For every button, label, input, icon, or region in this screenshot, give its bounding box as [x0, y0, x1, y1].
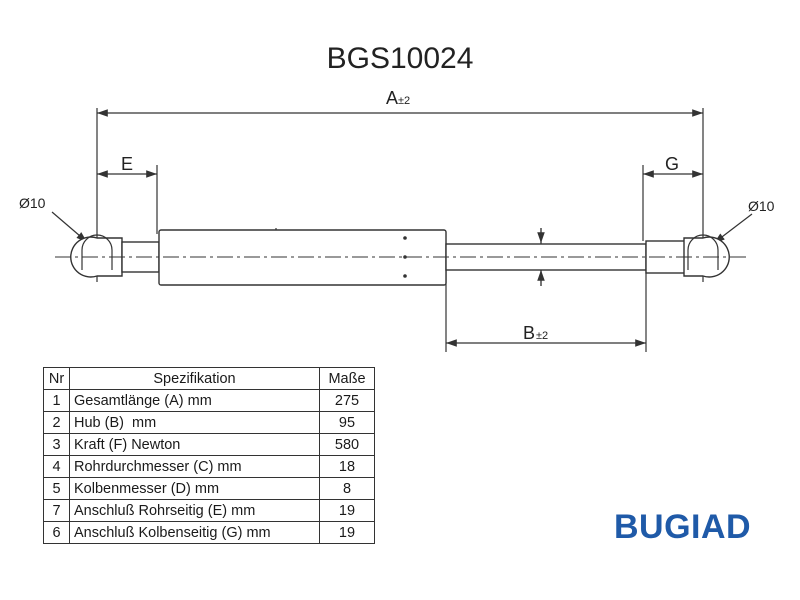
header-spezifikation: Spezifikation [69, 367, 320, 390]
row-nr: 4 [43, 455, 70, 478]
brand-logo: BUGIAD [614, 508, 752, 546]
row-nr: 7 [43, 499, 70, 522]
specification-table: Nr Spezifikation Maße 1 Gesamtlänge (A) … [43, 367, 375, 544]
row-nr: 1 [43, 389, 70, 412]
row-spec: Kraft (F) Newton [69, 433, 320, 456]
row-nr: 6 [43, 521, 70, 544]
row-spec: Anschluß Kolbenseitig (G) mm [69, 521, 320, 544]
part-number-title: BGS10024 [327, 42, 474, 75]
table-row: 1 Gesamtlänge (A) mm 275 [43, 389, 375, 412]
table-row: 2 Hub (B) mm 95 [43, 411, 375, 434]
label-g: G [665, 154, 679, 174]
row-value: 19 [319, 521, 375, 544]
row-value: 8 [319, 477, 375, 500]
row-spec: Gesamtlänge (A) mm [69, 389, 320, 412]
table-row: 7 Anschluß Rohrseitig (E) mm 19 [43, 499, 375, 522]
label-b: B [523, 323, 535, 343]
row-value: 18 [319, 455, 375, 478]
row-nr: 2 [43, 411, 70, 434]
label-a: A [386, 88, 398, 108]
header-masse: Maße [319, 367, 375, 390]
label-b-tolerance: ±2 [536, 330, 548, 342]
row-spec: Rohrdurchmesser (C) mm [69, 455, 320, 478]
row-spec: Hub (B) mm [69, 411, 320, 434]
table-row: 5 Kolbenmesser (D) mm 8 [43, 477, 375, 500]
label-eye-right: Ø10 [748, 198, 775, 214]
table-row: 6 Anschluß Kolbenseitig (G) mm 19 [43, 521, 375, 544]
table-header-row: Nr Spezifikation Maße [43, 367, 375, 390]
label-a-tolerance: ±2 [398, 95, 410, 107]
row-nr: 5 [43, 477, 70, 500]
leader-eye-left [51, 211, 88, 243]
header-nr: Nr [43, 367, 70, 390]
row-value: 95 [319, 411, 375, 434]
leader-eye-right [713, 213, 753, 244]
row-nr: 3 [43, 433, 70, 456]
label-e: E [121, 154, 133, 174]
table-row: 4 Rohrdurchmesser (C) mm 18 [43, 455, 375, 478]
row-spec: Kolbenmesser (D) mm [69, 477, 320, 500]
row-spec: Anschluß Rohrseitig (E) mm [69, 499, 320, 522]
table-row: 3 Kraft (F) Newton 580 [43, 433, 375, 456]
row-value: 580 [319, 433, 375, 456]
row-value: 275 [319, 389, 375, 412]
row-value: 19 [319, 499, 375, 522]
label-eye-left: Ø10 [19, 195, 46, 211]
